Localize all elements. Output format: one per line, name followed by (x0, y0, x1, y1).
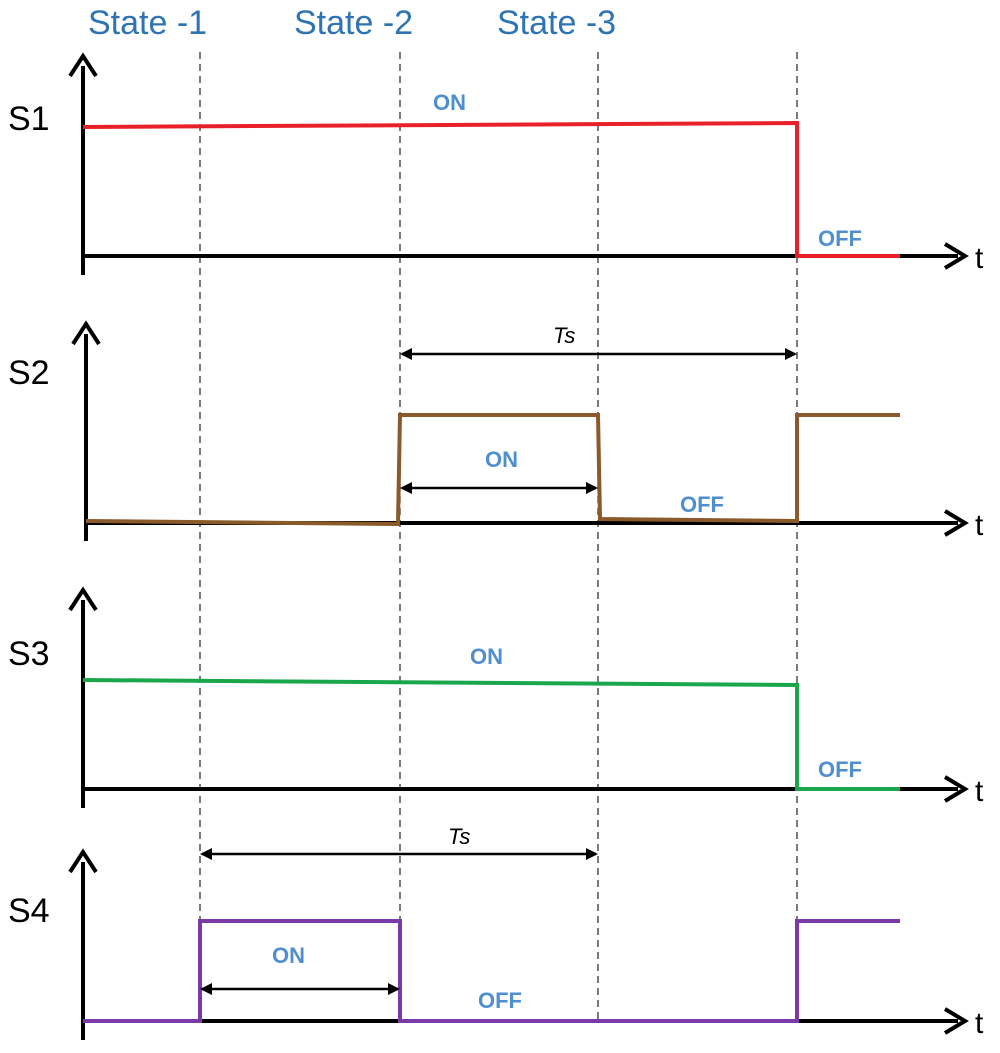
s4-off-label: OFF (478, 988, 522, 1013)
s1-on-label: ON (433, 90, 466, 115)
s3-x-arrowhead (943, 775, 969, 803)
state-label-3: State -3 (497, 4, 616, 42)
state-label-1: State -1 (88, 4, 207, 42)
s4-x-arrowhead (943, 1007, 969, 1035)
s2-on-label: ON (485, 447, 518, 472)
state-label-2: State -2 (294, 4, 413, 42)
s1-t-label: t (975, 242, 984, 275)
s2-t-label: t (975, 509, 984, 542)
signal-s3: t S3 ON OFF (8, 586, 984, 808)
state-boundaries (199, 52, 798, 1022)
s3-t-label: t (975, 775, 984, 808)
s1-label: S1 (8, 100, 50, 138)
s4-y-arrowhead (68, 848, 98, 874)
s4-label: S4 (8, 892, 50, 930)
s3-waveform (82, 678, 900, 791)
s3-off-label: OFF (818, 757, 862, 782)
s3-y-arrowhead (68, 586, 98, 612)
s4-t-label: t (975, 1007, 984, 1040)
signal-s1: t S1 ON OFF (8, 52, 984, 275)
s2-x-arrowhead (943, 509, 969, 537)
s4-ts-label: Ts (448, 824, 470, 849)
s4-on-label: ON (272, 943, 305, 968)
s4-waveform (83, 919, 900, 1023)
s2-ts-label: Ts (553, 323, 575, 348)
s1-waveform (82, 120, 900, 258)
s3-label: S3 (8, 635, 50, 673)
signal-s2: t S2 Ts ON OFF (8, 320, 984, 542)
s3-on-label: ON (470, 644, 503, 669)
s2-y-arrowhead (71, 320, 101, 346)
s2-off-label: OFF (680, 492, 724, 517)
signal-s4: t S4 Ts ON OFF (8, 824, 984, 1040)
s2-waveform (85, 413, 900, 527)
s1-x-arrowhead (943, 242, 969, 270)
s2-label: S2 (8, 354, 50, 392)
s1-off-label: OFF (818, 226, 862, 251)
s1-y-arrowhead (68, 52, 98, 78)
